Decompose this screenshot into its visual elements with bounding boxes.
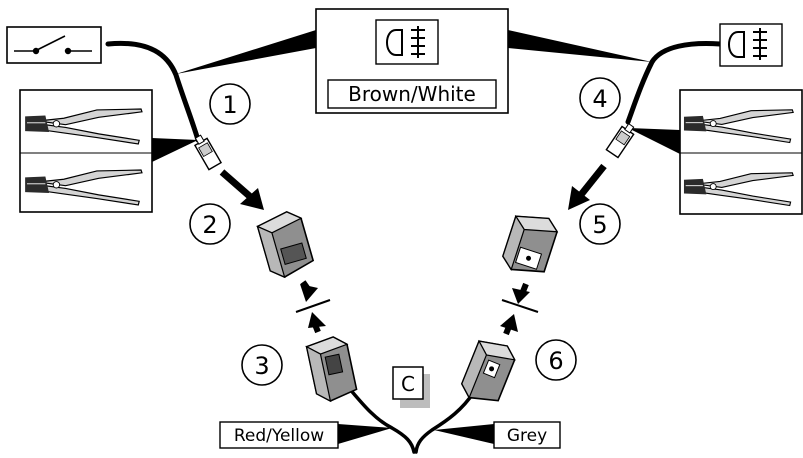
fog-lamp-icon bbox=[386, 26, 425, 58]
mating-divider bbox=[501, 299, 539, 313]
callout-wedge-left bbox=[152, 138, 198, 162]
wire-label-box-right: Grey bbox=[493, 421, 561, 449]
step-markers: 1 2 3 4 5 6 bbox=[189, 77, 621, 386]
switch-icon bbox=[14, 35, 92, 55]
callout-wedges bbox=[152, 30, 680, 444]
step-number-1: 1 bbox=[222, 91, 237, 119]
terminal-right bbox=[605, 123, 635, 159]
push-arrow-icon bbox=[219, 163, 607, 210]
arrow-terminal-right bbox=[577, 163, 607, 199]
mating-divider bbox=[295, 299, 331, 313]
connector-housing-icon bbox=[305, 336, 358, 403]
callout-wedge-right bbox=[628, 128, 680, 154]
connector-letter: C bbox=[401, 372, 415, 396]
wires bbox=[105, 40, 723, 454]
step-number-4: 4 bbox=[592, 85, 607, 113]
wire-label-brown-white: Brown/White bbox=[348, 82, 476, 106]
callout-wedge-top-right bbox=[508, 30, 652, 62]
callout-wedge-bottom-left bbox=[338, 424, 392, 444]
crimp-tool-box-right bbox=[679, 89, 803, 215]
step-number-2: 2 bbox=[202, 211, 217, 239]
fog-lamp-icon-right bbox=[728, 28, 767, 60]
connector-housing-icon bbox=[460, 339, 516, 402]
arrow-terminal-left bbox=[219, 169, 257, 203]
connector-housing-icon bbox=[256, 211, 315, 279]
crimp-tool-box-left bbox=[19, 89, 153, 213]
lamp-box-right bbox=[719, 23, 783, 67]
step-number-5: 5 bbox=[592, 211, 607, 239]
wire-right-bottom bbox=[414, 390, 476, 454]
callout-wedge-top-left bbox=[176, 30, 316, 74]
terminal-left bbox=[193, 134, 223, 171]
switch-box bbox=[6, 26, 102, 64]
wire-label-red-yellow: Red/Yellow bbox=[234, 426, 324, 446]
mating-arrows-left bbox=[295, 280, 331, 334]
lamp-box: Brown/White bbox=[315, 8, 509, 114]
step-number-6: 6 bbox=[548, 347, 563, 375]
step-number-3: 3 bbox=[254, 352, 269, 380]
connector-letter-box: C bbox=[392, 366, 430, 408]
mating-arrows-right bbox=[500, 282, 539, 336]
callout-wedge-bottom-right bbox=[434, 424, 494, 444]
connector-housing-icon bbox=[502, 214, 559, 273]
wire-label-grey: Grey bbox=[507, 426, 547, 446]
wire-label-box-left: Red/Yellow bbox=[219, 421, 339, 449]
wire-left-bottom bbox=[340, 378, 416, 454]
wire-left bbox=[105, 40, 201, 143]
